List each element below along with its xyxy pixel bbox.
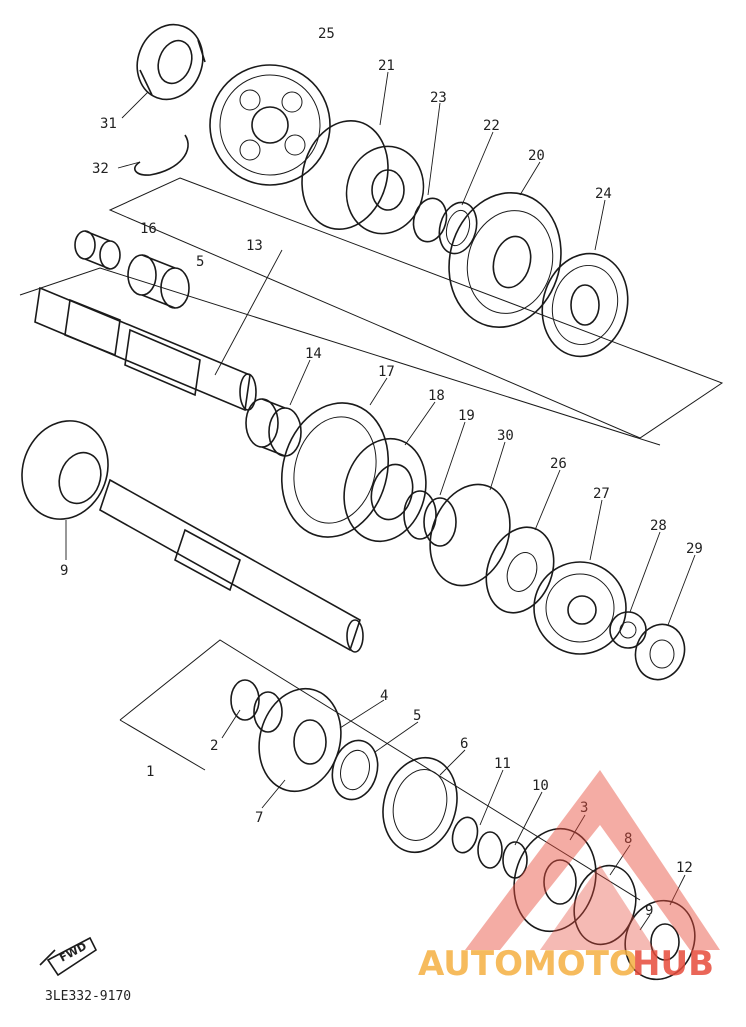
lock-washer-28	[609, 611, 647, 649]
label-17: 17	[378, 364, 395, 380]
label-9: 9	[60, 563, 68, 579]
fwd-arrow: FWD	[39, 936, 98, 977]
label-3: 3	[580, 800, 588, 816]
gear-20	[448, 191, 562, 329]
fwd-label: FWD	[57, 940, 89, 965]
label-4: 4	[380, 688, 388, 704]
circlip-32	[134, 134, 189, 176]
collar-16	[74, 230, 121, 270]
collar-19	[403, 490, 457, 547]
bearing-9	[21, 420, 109, 520]
label-5-upper: 5	[196, 254, 204, 270]
circlip-23	[412, 197, 448, 243]
gear-17	[280, 402, 390, 538]
label-30: 30	[497, 428, 514, 444]
main-axle-13	[34, 286, 257, 412]
collar-2	[230, 679, 283, 733]
label-16: 16	[140, 221, 157, 237]
nut-29	[634, 623, 686, 681]
label-2: 2	[210, 738, 218, 754]
watermark-text-automoto: AUTOMOTO	[418, 944, 638, 984]
label-20: 20	[528, 148, 545, 164]
gear-3	[513, 827, 597, 933]
sprocket-27	[533, 561, 627, 655]
label-7: 7	[255, 810, 263, 826]
gear-6	[382, 756, 458, 854]
label-22: 22	[483, 118, 500, 134]
gear-25	[209, 64, 331, 186]
assembly-outline-upper	[19, 177, 724, 446]
label-26: 26	[550, 456, 567, 472]
drawing-code: 3LE332-9170	[45, 989, 131, 1004]
bearing-31	[136, 23, 206, 101]
part-labels: 25 31 21 23 22 20 32 24 16 13 5 14 17 18…	[60, 26, 703, 919]
label-9-lower: 9	[645, 903, 653, 919]
label-6: 6	[460, 736, 468, 752]
label-5-lower: 5	[413, 708, 421, 724]
label-14: 14	[305, 346, 322, 362]
label-28: 28	[650, 518, 667, 534]
label-19: 19	[458, 408, 475, 424]
bearing-12	[624, 899, 696, 981]
gear-7	[258, 687, 342, 793]
label-24: 24	[595, 186, 612, 202]
assembly-outline-lower	[119, 639, 641, 901]
label-31: 31	[100, 116, 117, 132]
label-12: 12	[676, 860, 693, 876]
gear-21	[301, 119, 425, 235]
label-32: 32	[92, 161, 109, 177]
washer-22	[438, 201, 478, 255]
label-23: 23	[430, 90, 447, 106]
label-8: 8	[624, 831, 632, 847]
collar-14	[245, 398, 302, 457]
label-1: 1	[146, 764, 154, 780]
label-18: 18	[428, 388, 445, 404]
circlip-11	[451, 816, 479, 854]
drive-axle	[99, 478, 364, 653]
label-21: 21	[378, 58, 395, 74]
label-29: 29	[686, 541, 703, 557]
automotohub-watermark: AUTOMOTO HUB	[418, 770, 720, 984]
washer-5-lower	[331, 739, 379, 801]
watermark-text-hub: HUB	[632, 944, 714, 984]
bearing-18	[343, 437, 427, 543]
washer-26	[485, 526, 555, 614]
label-25: 25	[318, 26, 335, 42]
label-13: 13	[246, 238, 263, 254]
watermark-triangle-icon	[465, 770, 720, 950]
gear-24	[541, 252, 629, 358]
label-27: 27	[593, 486, 610, 502]
label-11: 11	[494, 756, 511, 772]
collar-15	[127, 254, 190, 309]
collar-10	[477, 831, 528, 879]
leader-lines	[65, 71, 696, 931]
label-10: 10	[532, 778, 549, 794]
circlip-30	[429, 483, 511, 587]
